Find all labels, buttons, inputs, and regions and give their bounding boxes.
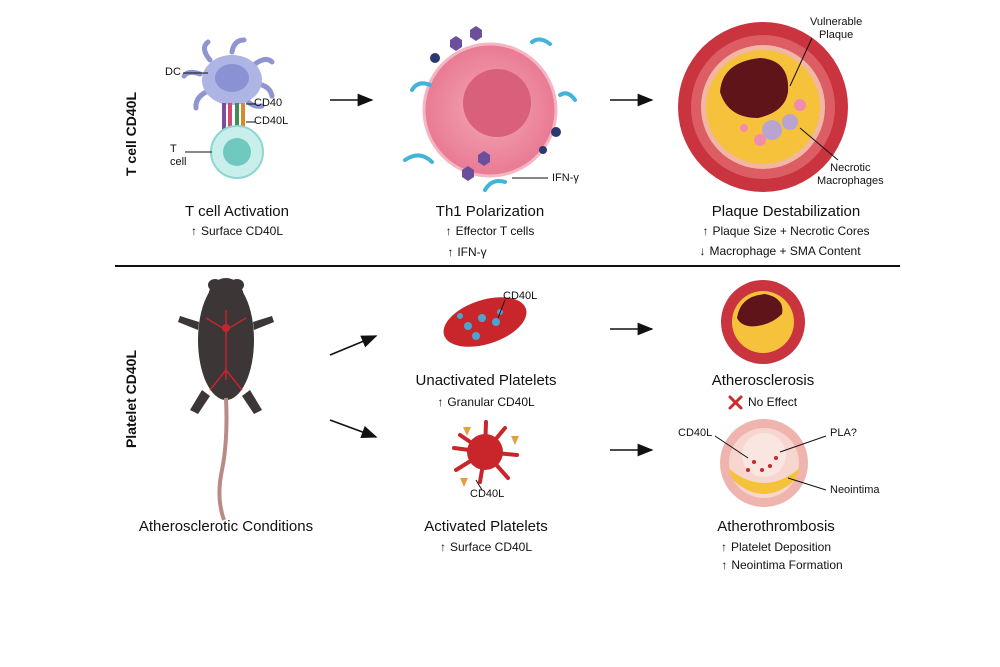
unactivated-line1-arrow: ↑ bbox=[437, 395, 444, 409]
activated-platelet-icon bbox=[452, 420, 519, 487]
neointima-label: Neointima bbox=[830, 484, 880, 496]
plaque-destabilization-line1-text: Plaque Size + Necrotic Cores bbox=[712, 224, 870, 238]
unactivated-platelets-title: Unactivated Platelets bbox=[415, 372, 557, 389]
atherosclerotic-conditions-title: Atherosclerotic Conditions bbox=[138, 518, 314, 535]
plaque-destabilization-line1: ↑Plaque Size + Necrotic Cores bbox=[702, 224, 869, 238]
atherothrombosis-line2-text: Neointima Formation bbox=[731, 558, 843, 572]
unactivated-cd40l-label: CD40L bbox=[503, 290, 538, 302]
arrow-4 bbox=[329, 419, 378, 439]
necrotic-macrophages-label: Necrotic Macrophages bbox=[817, 162, 884, 187]
cd40-label: CD40 bbox=[254, 97, 283, 109]
dc-label: DC bbox=[165, 66, 181, 78]
atherothrombosis-line2-arrow: ↑ bbox=[721, 558, 728, 572]
no-effect-icon bbox=[728, 395, 743, 410]
unactivated-platelets-line1: ↑Granular CD40L bbox=[437, 395, 534, 409]
receptor-pair-icon bbox=[222, 103, 245, 133]
atherothrombosis-title: Atherothrombosis bbox=[717, 518, 835, 535]
atherothrombosis-line2: ↑Neointima Formation bbox=[721, 558, 842, 572]
plaque-destabilization-line2: ↓Macrophage + SMA Content bbox=[699, 244, 860, 258]
plaque-destabilization-line2-arrow: ↓ bbox=[699, 244, 706, 258]
atherothrombosis-line1-arrow: ↑ bbox=[720, 540, 727, 554]
mouse-icon bbox=[178, 278, 274, 521]
th1-polarization-line1: ↑Effector T cells bbox=[446, 224, 535, 238]
activated-cd40l-label: CD40L bbox=[470, 488, 505, 500]
section-divider bbox=[115, 265, 900, 267]
no-effect-label: No Effect bbox=[748, 395, 798, 409]
cd40l-label: CD40L bbox=[254, 115, 289, 127]
th1-polarization-title: Th1 Polarization bbox=[435, 203, 545, 220]
th1-polarization-line1-text: Effector T cells bbox=[455, 224, 535, 238]
tcell-icon bbox=[210, 125, 264, 179]
vessel-cross-section-icon bbox=[678, 22, 848, 192]
unactivated-platelet-icon bbox=[443, 297, 527, 347]
atherothrombosis-line1: ↑Platelet Deposition bbox=[721, 540, 831, 554]
th1-polarization-line2-text: IFN-γ bbox=[457, 245, 487, 259]
atherosclerosis-vessel-icon bbox=[721, 280, 805, 364]
tcell-activation-line1-arrow: ↑ bbox=[190, 224, 197, 238]
vulnerable-plaque-label: Vulnerable Plaque bbox=[810, 16, 863, 41]
ifn-gamma-label: IFN-γ bbox=[552, 172, 579, 184]
thrombo-cd40l-label: CD40L bbox=[678, 427, 713, 439]
tcell-activation-line1-text: Surface CD40L bbox=[200, 224, 284, 238]
th1-cell-icon bbox=[403, 26, 577, 192]
tcell-activation-title: T cell Activation bbox=[185, 203, 289, 220]
activated-line1-arrow: ↑ bbox=[439, 540, 446, 554]
activated-platelets-line1: ↑Surface CD40L bbox=[440, 540, 532, 554]
activated-line1-text: Surface CD40L bbox=[449, 540, 533, 554]
atherothrombosis-vessel-icon bbox=[720, 419, 808, 507]
tcell-activation-line1: ↑Surface CD40L bbox=[191, 224, 283, 238]
plaque-destabilization-line1-arrow: ↑ bbox=[702, 224, 709, 238]
atherosclerosis-title: Atherosclerosis bbox=[711, 372, 815, 389]
arrow-3 bbox=[329, 335, 378, 356]
th1-polarization-line2: ↑IFN-γ bbox=[447, 245, 486, 259]
plaque-destabilization-title: Plaque Destabilization bbox=[711, 203, 861, 220]
atherothrombosis-line1-text: Platelet Deposition bbox=[730, 540, 832, 554]
th1-polarization-line1-arrow: ↑ bbox=[445, 224, 452, 238]
plaque-destabilization-line2-text: Macrophage + SMA Content bbox=[709, 244, 861, 258]
pla-label: PLA? bbox=[830, 427, 857, 439]
unactivated-line1-text: Granular CD40L bbox=[447, 395, 535, 409]
th1-polarization-line2-arrow: ↑ bbox=[447, 245, 454, 259]
activated-platelets-title: Activated Platelets bbox=[424, 518, 548, 535]
tcell-label: T cell bbox=[170, 143, 187, 168]
